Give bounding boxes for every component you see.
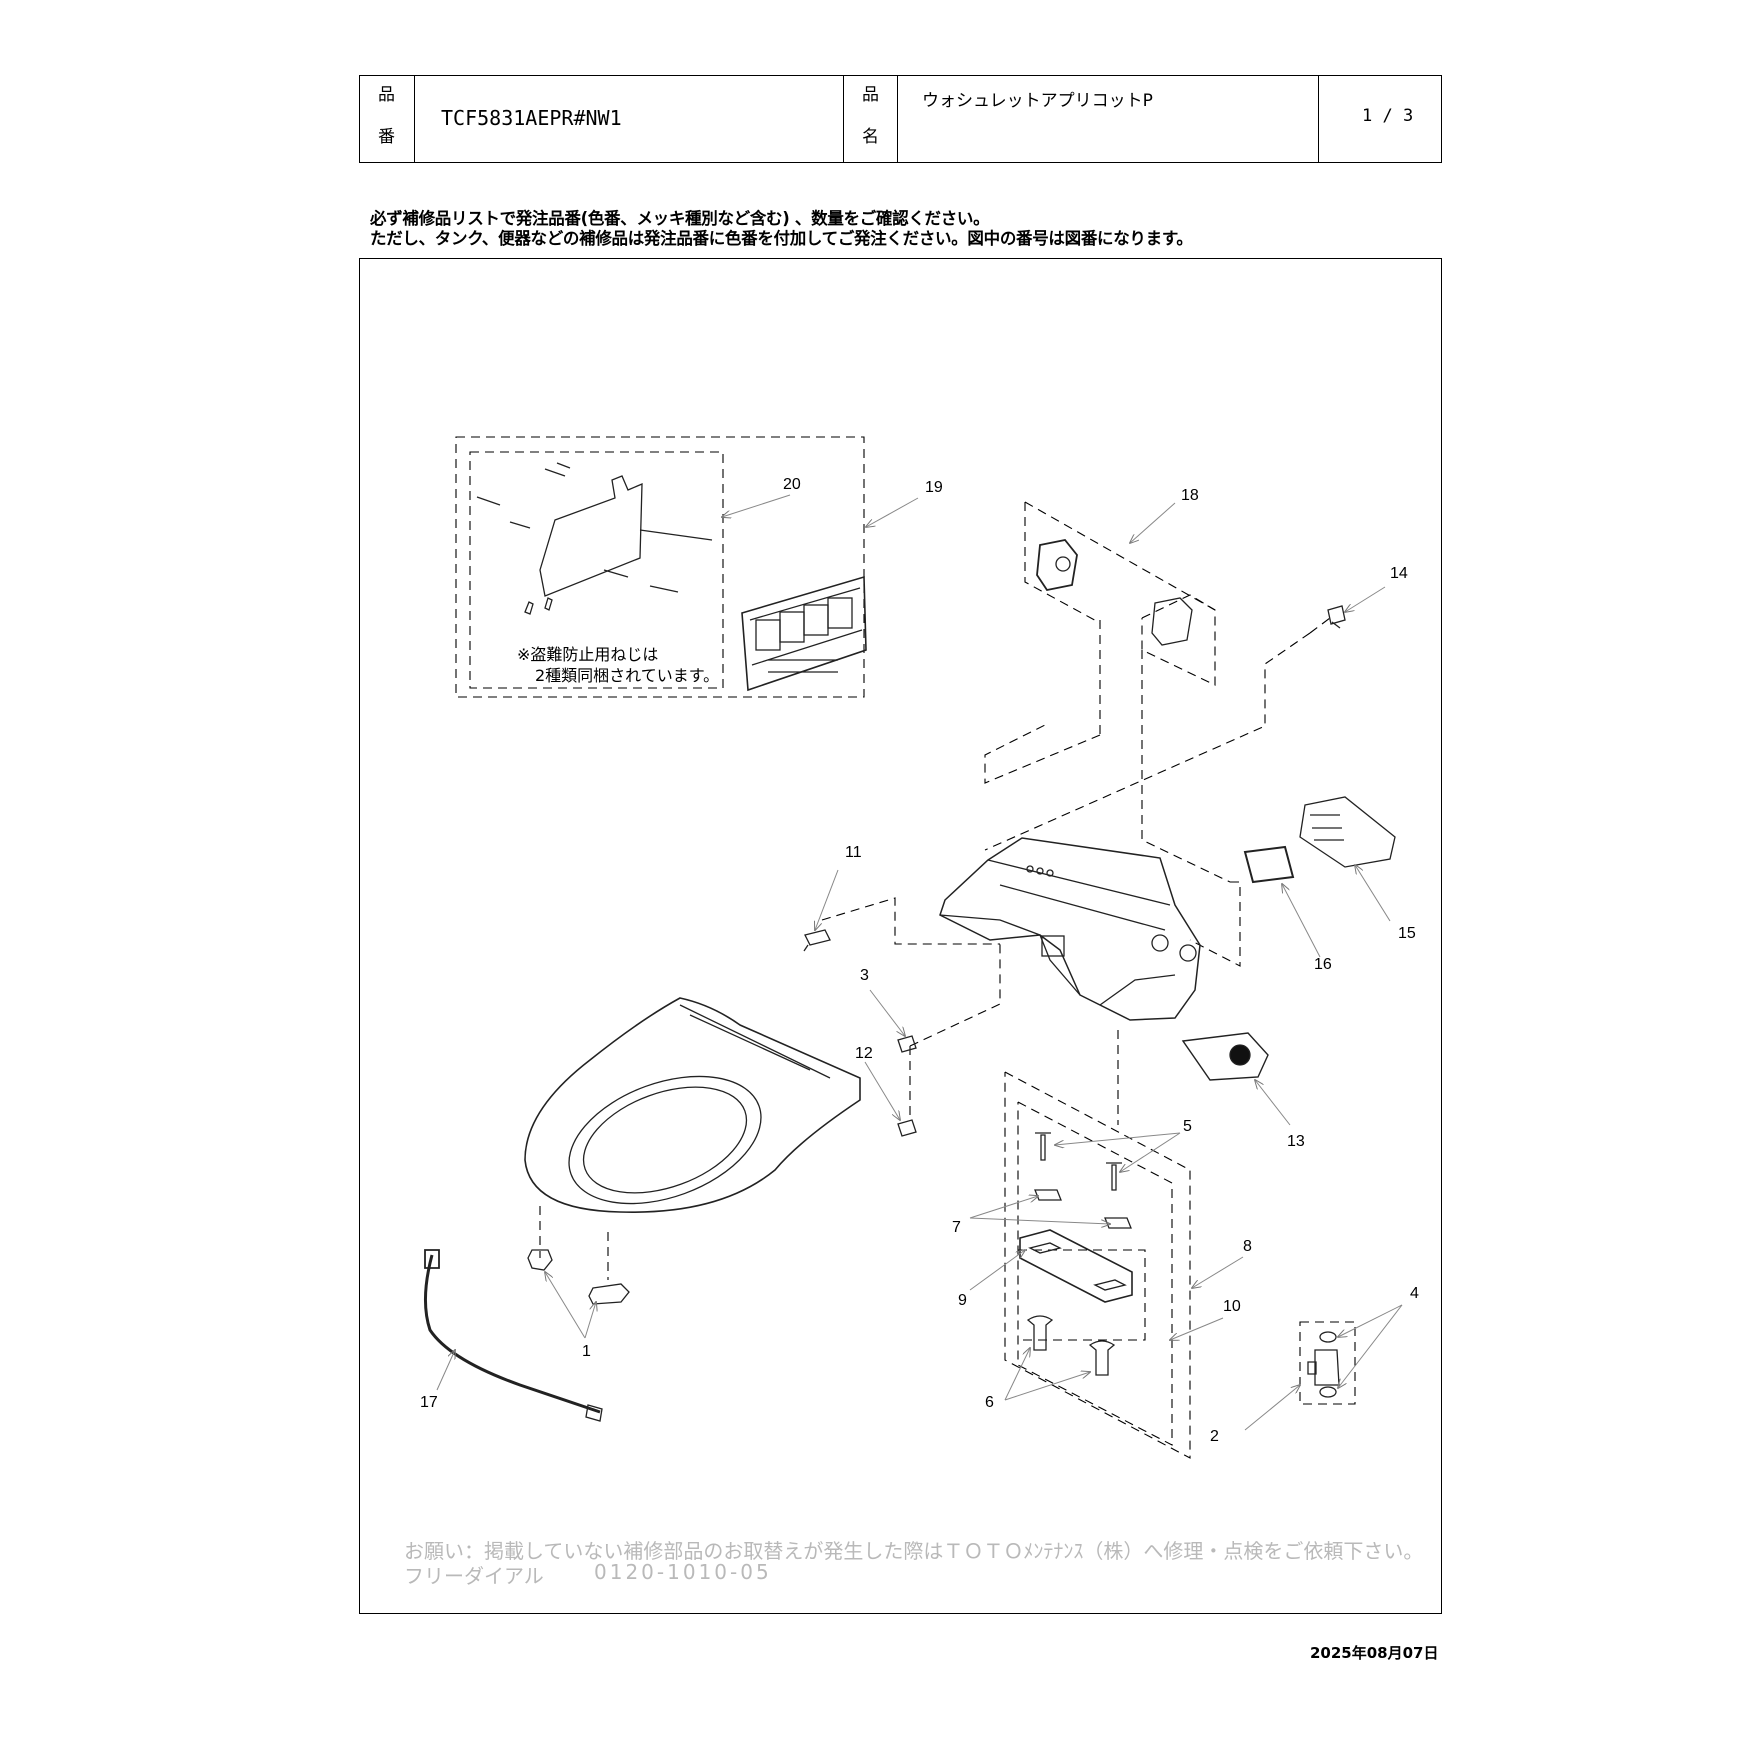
- callout-1: 1: [582, 1343, 591, 1360]
- clip-14: [1327, 605, 1346, 629]
- main-unit-body: [939, 837, 1201, 1021]
- callout-3: 3: [860, 967, 869, 984]
- part-number-label: 品: [378, 85, 395, 105]
- clip-12: [897, 1119, 917, 1137]
- remote-control: [741, 575, 867, 692]
- callout-11: 11: [845, 844, 862, 861]
- callout-8: 8: [1243, 1238, 1252, 1255]
- screw-5b: [1106, 1162, 1122, 1191]
- part-number: TCF5831AEPR#NW1: [441, 106, 622, 130]
- screw-note-line-1: ※盗難防止用ねじは: [517, 645, 658, 664]
- seat-nut-2: [588, 1283, 630, 1305]
- plate-7b: [1104, 1217, 1132, 1229]
- packing-4a: [1319, 1331, 1337, 1343]
- product-name-label: 品: [862, 85, 879, 105]
- group-box-18: [1024, 501, 1216, 686]
- seat-opening: [568, 1075, 762, 1205]
- packing-4b: [1319, 1386, 1337, 1398]
- callout-18: 18: [1181, 487, 1199, 504]
- product-name-label-2: 名: [862, 127, 879, 147]
- callout-14: 14: [1390, 565, 1408, 582]
- screw-5a: [1035, 1132, 1051, 1161]
- exploded-diagram-frame: [359, 258, 1442, 1614]
- knob-bottom: [1151, 597, 1193, 646]
- order-note-line-2: ただし、タンク、便器などの補修品は発注品番に色番を付加してご発注ください。図中の…: [370, 229, 1193, 248]
- toilet-seat: [524, 997, 861, 1213]
- free-dial-label: フリーダイアル: [404, 1564, 544, 1588]
- page-indicator: 1 / 3: [1362, 106, 1414, 126]
- free-dial-number: 0120-1010-05: [594, 1560, 772, 1584]
- callout-5: 5: [1183, 1118, 1192, 1135]
- deodorant-filter: [1243, 845, 1295, 884]
- nozzle-cover: [1181, 1032, 1269, 1081]
- plate-7a: [1034, 1189, 1062, 1201]
- callout-20: 20: [783, 476, 801, 493]
- callout-13: 13: [1287, 1133, 1305, 1150]
- group-box-4: [1299, 1321, 1356, 1405]
- header-table: 品 番 TCF5831AEPR#NW1 品 名 ウォシュレットアプリコットP 1…: [359, 75, 1442, 163]
- supply-hose: [423, 1254, 601, 1414]
- callout-4: 4: [1410, 1285, 1419, 1302]
- stop-valve-2: [1307, 1349, 1340, 1386]
- valve-part-11: [803, 929, 831, 952]
- clip-3: [897, 1035, 917, 1053]
- screw-note-line-2: 2種類同梱されています。: [535, 666, 719, 685]
- callout-2: 2: [1210, 1428, 1219, 1445]
- base-plate-9: [1019, 1229, 1133, 1303]
- knob-top: [1036, 539, 1078, 592]
- callout-19: 19: [925, 479, 943, 496]
- callout-16: 16: [1314, 956, 1332, 973]
- part-number-label-2: 番: [378, 127, 395, 147]
- repair-request-note: お願い：掲載していない補修部品のお取替えが発生した際はＴＯＴＯﾒﾝﾃﾅﾝｽ（株）…: [404, 1539, 1424, 1563]
- anchor-6a: [1026, 1315, 1054, 1351]
- callout-12: 12: [855, 1045, 873, 1062]
- issue-date: 2025年08月07日: [1310, 1644, 1439, 1662]
- wall-bracket: [539, 475, 643, 597]
- product-name: ウォシュレットアプリコットP: [922, 91, 1153, 111]
- callout-6: 6: [985, 1394, 994, 1411]
- anchor-6b: [1088, 1340, 1116, 1376]
- group-box-20: [469, 451, 724, 689]
- callout-15: 15: [1398, 925, 1416, 942]
- callout-9: 9: [958, 1292, 967, 1309]
- group-box-19: [455, 436, 865, 698]
- callout-7: 7: [952, 1219, 961, 1236]
- callout-17: 17: [420, 1394, 438, 1411]
- order-note-line-1: 必ず補修品リストで発注品番(色番、メッキ種別など含む) 、数量をご確認ください。: [370, 209, 990, 228]
- callout-10: 10: [1223, 1298, 1241, 1315]
- filter-grille: [1299, 796, 1396, 868]
